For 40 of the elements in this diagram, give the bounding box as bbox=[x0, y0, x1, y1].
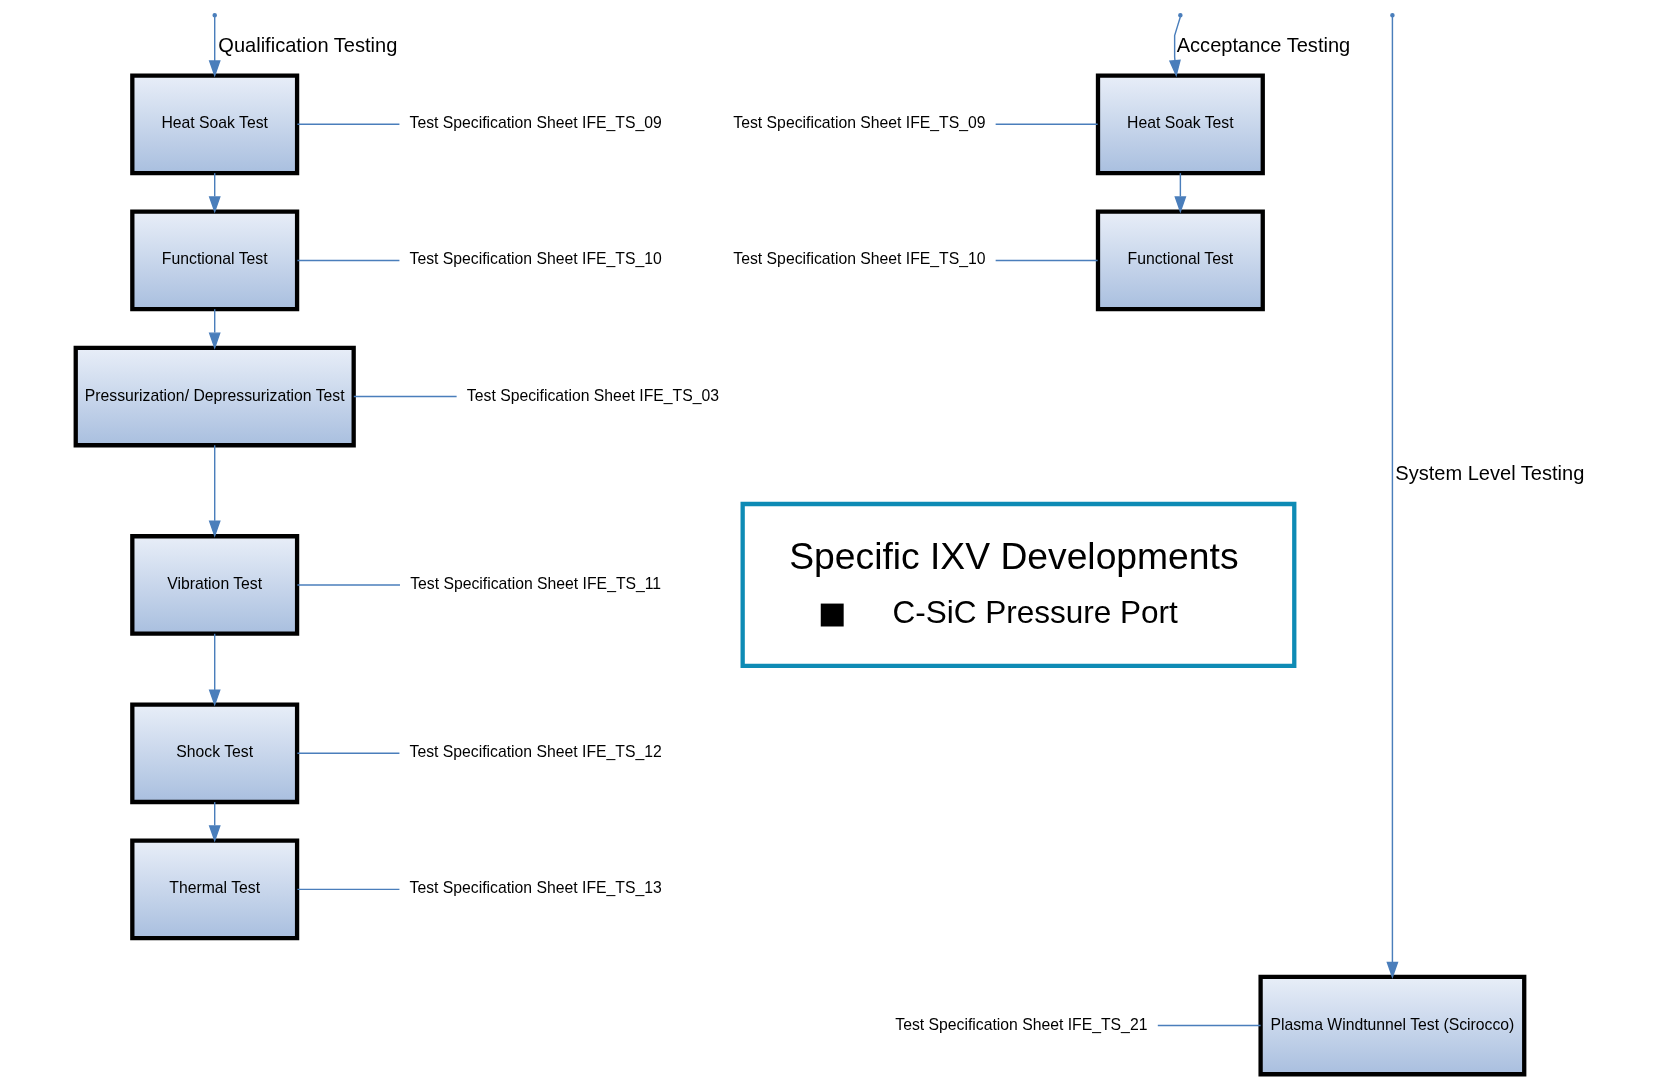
node-box: Functional Test bbox=[130, 209, 300, 312]
node-box: Functional Test bbox=[1095, 209, 1265, 312]
arrow bbox=[208, 444, 221, 538]
node-text: Test Specification Sheet IFE_TS_13 bbox=[409, 879, 662, 897]
connector bbox=[296, 123, 401, 126]
connector bbox=[296, 259, 401, 262]
arrow bbox=[1168, 16, 1182, 78]
connector bbox=[994, 259, 1099, 262]
node-text: Test Specification Sheet IFE_TS_21 bbox=[895, 1015, 1148, 1033]
arrow bbox=[1386, 16, 1399, 979]
connector bbox=[296, 584, 401, 586]
connector bbox=[1157, 1024, 1262, 1027]
arrow bbox=[208, 16, 221, 78]
edge-label: System Level Testing bbox=[1395, 461, 1585, 484]
connector bbox=[296, 752, 401, 754]
connector bbox=[353, 395, 458, 398]
node-text: Test Specification Sheet IFE_TS_10 bbox=[409, 250, 662, 268]
node-text: Test Specification Sheet IFE_TS_09 bbox=[733, 114, 986, 132]
arrow bbox=[208, 308, 221, 350]
node-text: Test Specification Sheet IFE_TS_10 bbox=[733, 250, 986, 268]
edge-label: Acceptance Testing bbox=[1176, 33, 1351, 56]
node-box: Thermal Test bbox=[130, 838, 300, 941]
node-text: Test Specification Sheet IFE_TS_11 bbox=[410, 574, 662, 592]
arrow bbox=[1174, 172, 1187, 214]
node-text: Test Specification Sheet IFE_TS_03 bbox=[466, 386, 720, 404]
node-box: Plasma Windtunnel Test (Scirocco) bbox=[1258, 974, 1527, 1077]
connector bbox=[994, 123, 1099, 126]
connector bbox=[296, 888, 401, 891]
node-box: Vibration Test bbox=[130, 534, 300, 636]
node-box: Heat Soak Test bbox=[130, 73, 300, 176]
node-text: Test Specification Sheet IFE_TS_09 bbox=[409, 114, 662, 132]
node-box: Pressurization/ Depressurization Test bbox=[73, 345, 356, 448]
arrow bbox=[208, 172, 221, 214]
node-box: Shock Test bbox=[130, 702, 300, 805]
node-box: Specific IXV Developments C-SiC Pressure Port bbox=[740, 501, 1297, 669]
arrow bbox=[208, 633, 221, 707]
arrow bbox=[208, 801, 221, 843]
node-text: Test Specification Sheet IFE_TS_12 bbox=[409, 743, 662, 761]
node-box: Heat Soak Test bbox=[1095, 73, 1265, 176]
edge-label: Qualification Testing bbox=[218, 33, 398, 56]
